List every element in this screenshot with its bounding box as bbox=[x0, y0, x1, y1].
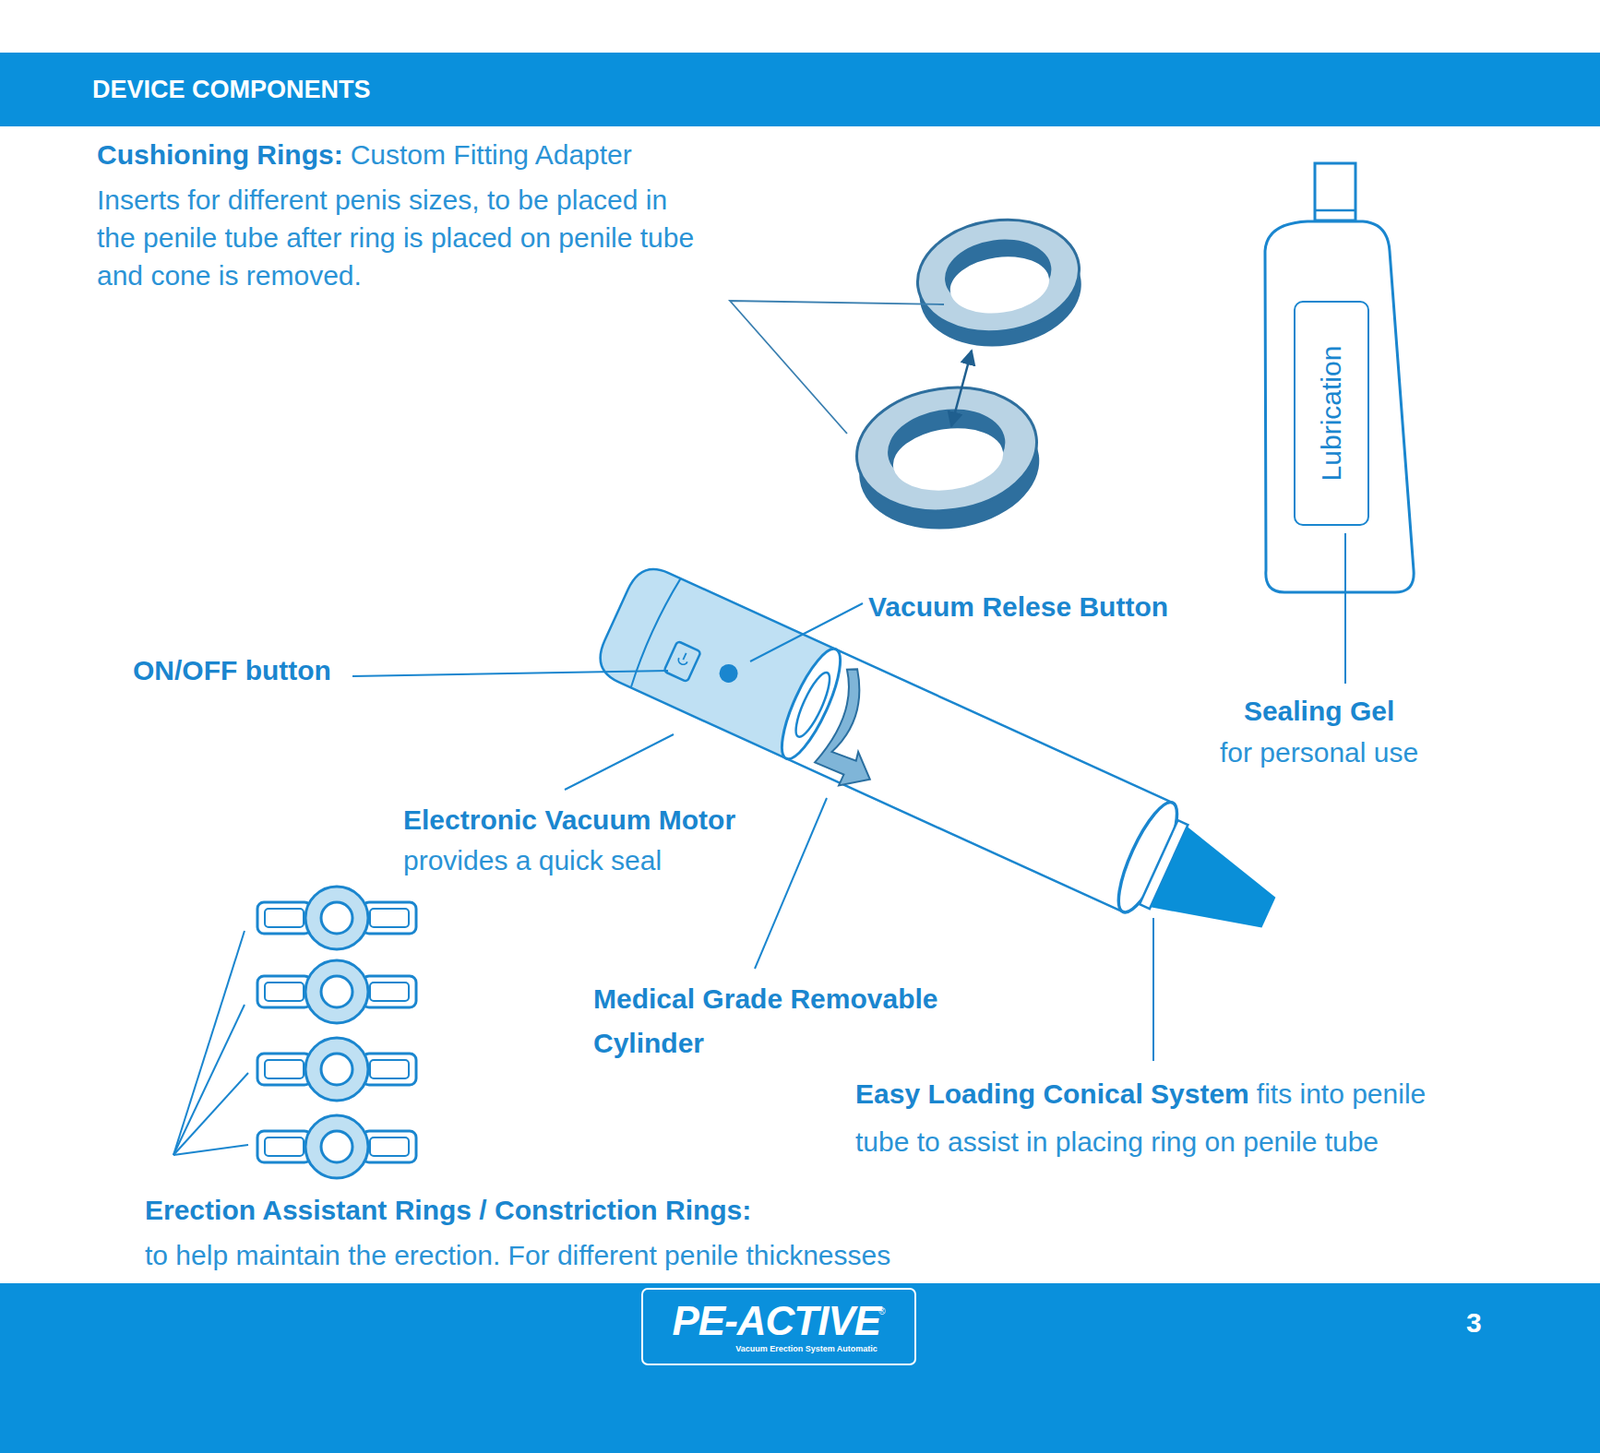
part-label: ON/OFF button bbox=[132, 655, 332, 686]
logo-text: PE-ACTIVE bbox=[671, 1298, 881, 1344]
part-label: Sealing Gel bbox=[1243, 695, 1395, 727]
part-label: Erection Assistant Rings / Constriction … bbox=[144, 1194, 752, 1226]
constriction-rings bbox=[257, 886, 417, 1179]
header-band bbox=[0, 52, 1600, 127]
part-description: to help maintain the erection. For diffe… bbox=[144, 1240, 891, 1271]
registered-mark: ® bbox=[878, 1306, 885, 1317]
leader-lines bbox=[173, 603, 1154, 1156]
label-panel: Lubrication bbox=[1293, 300, 1370, 526]
label-group: Erection Assistant Rings / Constriction … bbox=[144, 1187, 891, 1278]
label-group: Easy Loading Conical Systemfits into pen… bbox=[855, 1070, 1483, 1167]
vacuum-device bbox=[590, 561, 1294, 970]
label-row: Sealing Gel bbox=[1219, 690, 1419, 732]
label-row: Vacuum Relese Button bbox=[868, 588, 1169, 626]
part-label: Electronic Vacuum Motor bbox=[403, 804, 736, 836]
part-description: Inserts for different penis sizes, to be… bbox=[96, 184, 694, 291]
part-description: provides a quick seal bbox=[403, 845, 662, 876]
logo-line: PE-ACTIVE® bbox=[671, 1299, 885, 1344]
label-row: Electronic Vacuum Motor bbox=[403, 800, 736, 841]
label-row: to help maintain the erection. For diffe… bbox=[144, 1232, 891, 1278]
label-row: Easy Loading Conical Systemfits into pen… bbox=[855, 1070, 1483, 1167]
label-group: Cushioning Rings:Custom Fitting Adapter bbox=[96, 135, 633, 175]
label-group: 3 bbox=[1466, 1304, 1482, 1342]
label-row: Cushioning Rings:Custom Fitting Adapter bbox=[96, 135, 633, 175]
label-row: 3 bbox=[1466, 1304, 1482, 1342]
label-row: ON/OFF button bbox=[132, 652, 332, 690]
label-row: Inserts for different penis sizes, to be… bbox=[96, 180, 711, 295]
header-title: DEVICE COMPONENTS bbox=[92, 74, 371, 105]
part-label: Cushioning Rings: bbox=[96, 139, 344, 170]
logo-box: PE-ACTIVE®Vacuum Erection System Automat… bbox=[641, 1288, 917, 1366]
part-description: for personal use bbox=[1219, 737, 1419, 768]
label-group: Electronic Vacuum Motor provides a quick … bbox=[403, 800, 736, 882]
label-group: ON/OFF button bbox=[132, 652, 332, 690]
label-group: Medical Grade Removable Cylinder bbox=[593, 977, 972, 1066]
cushioning-rings bbox=[729, 209, 1089, 540]
label-group: Inserts for different penis sizes, to be… bbox=[96, 180, 711, 295]
tube-label: Lubrication bbox=[1315, 346, 1348, 482]
label-group: Vacuum Relese Button bbox=[868, 588, 1169, 626]
part-label: Easy Loading Conical System bbox=[855, 1078, 1250, 1110]
logo-subtitle: Vacuum Erection System Automatic bbox=[735, 1343, 878, 1355]
label-row: Medical Grade Removable Cylinder bbox=[593, 977, 972, 1066]
footer-band bbox=[0, 1283, 1600, 1453]
title: DEVICE COMPONENTS bbox=[92, 75, 371, 104]
label-row: provides a quick seal bbox=[403, 840, 736, 882]
part-description: Custom Fitting Adapter bbox=[350, 139, 633, 170]
part-label: Vacuum Relese Button bbox=[868, 591, 1169, 622]
part-label: Medical Grade Removable Cylinder bbox=[593, 983, 938, 1059]
page-number: 3 bbox=[1466, 1307, 1482, 1338]
lubrication-tube bbox=[1265, 163, 1414, 684]
label-group: Sealing Gel for personal use bbox=[1219, 690, 1419, 774]
label-row: for personal use bbox=[1219, 731, 1419, 774]
label-row: Erection Assistant Rings / Constriction … bbox=[144, 1187, 891, 1233]
